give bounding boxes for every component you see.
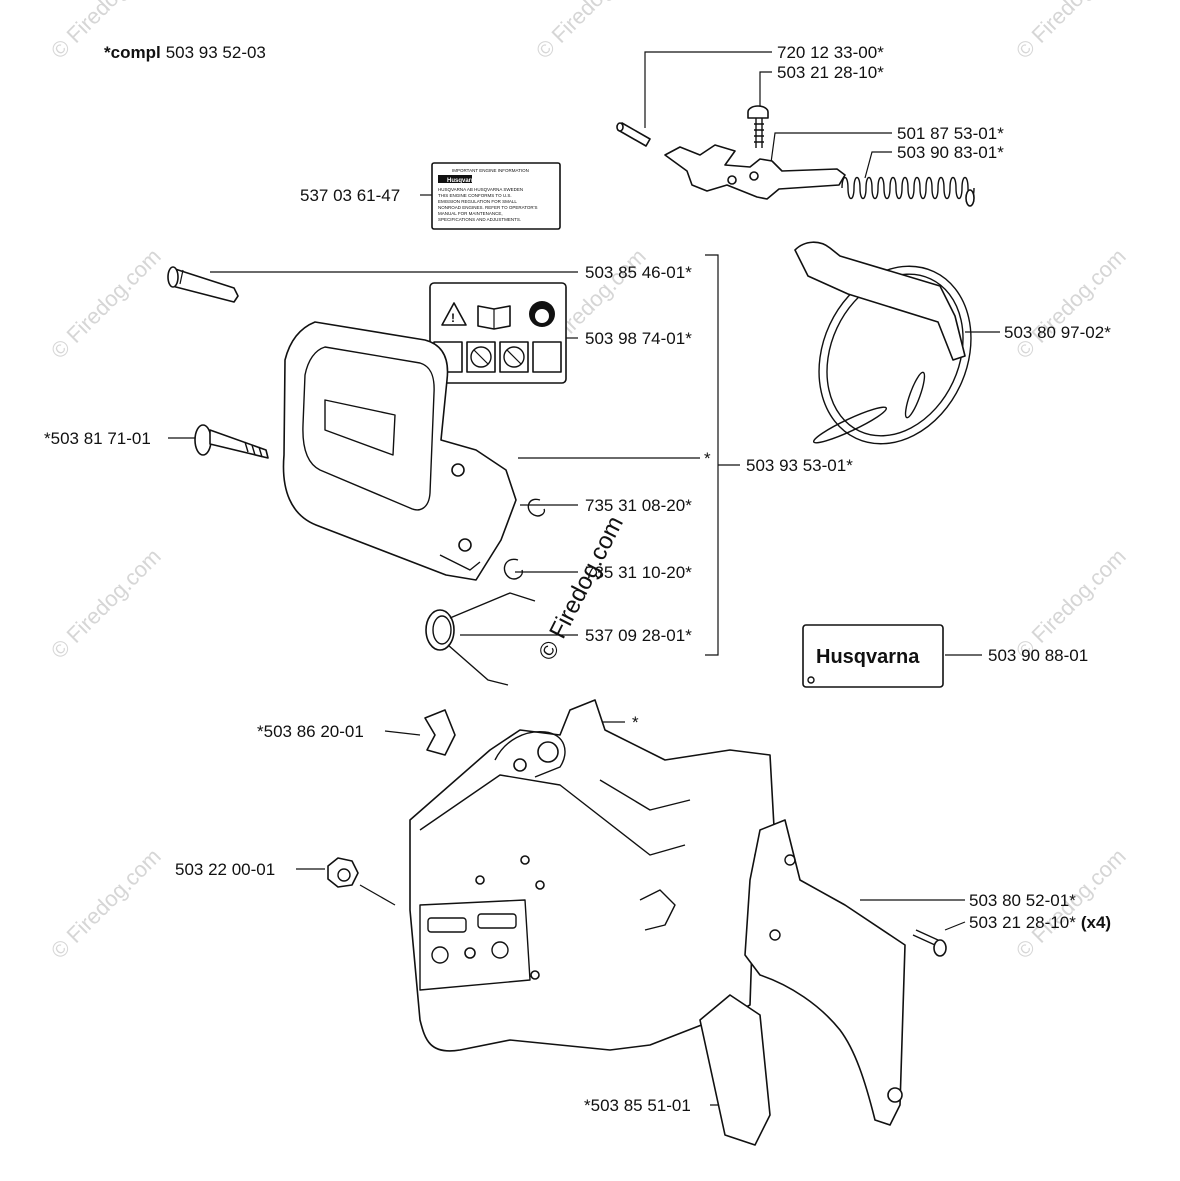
part-label: 503 93 53-01* bbox=[746, 456, 853, 475]
part-label: *503 86 20-01 bbox=[257, 722, 364, 741]
decal-line: EMISSION REGULATION FOR SMALL bbox=[438, 199, 517, 204]
part-label: 503 90 88-01 bbox=[988, 646, 1088, 665]
part-label: 720 12 33-00* bbox=[777, 43, 884, 62]
part-label: 503 98 74-01* bbox=[585, 329, 692, 348]
part-label: 735 31 08-20* bbox=[585, 496, 692, 515]
watermark: © Firedog.com bbox=[46, 544, 166, 664]
compl-prefix: *compl bbox=[104, 43, 161, 62]
part-label: 537 09 28-01* bbox=[585, 626, 692, 645]
decal-brand: Husqvarna bbox=[447, 178, 479, 184]
warning-icon: ! bbox=[451, 311, 455, 325]
part-label: 503 80 52-01* bbox=[969, 891, 1076, 910]
safety-decal: ! bbox=[429, 282, 567, 384]
decal-line: NONROAD ENGINES. REFER TO OPERATOR'S bbox=[438, 205, 538, 210]
watermark: © Firedog.com bbox=[46, 244, 166, 364]
clip-part bbox=[424, 709, 456, 756]
pin-part bbox=[616, 122, 651, 147]
part-label: 503 22 00-01 bbox=[175, 860, 275, 879]
part-label: 501 87 53-01* bbox=[897, 124, 1004, 143]
brake-handle-part bbox=[282, 321, 517, 581]
guide-pin-part bbox=[167, 266, 239, 303]
shoulder-bolt-part bbox=[194, 424, 269, 459]
pictogram-icon bbox=[532, 341, 562, 373]
part-label: * bbox=[704, 449, 711, 468]
brand-logo: Husqvarna bbox=[816, 646, 920, 668]
screw-part bbox=[912, 929, 947, 957]
part-label-number: 503 21 28-10* bbox=[969, 913, 1076, 932]
brake-link-part bbox=[664, 105, 846, 200]
qty-note: (x4) bbox=[1081, 913, 1111, 932]
spring-part bbox=[841, 176, 975, 207]
part-labels: 720 12 33-00* 503 21 28-10* 501 87 53-01… bbox=[44, 43, 1111, 1115]
torsion-spring-part bbox=[425, 592, 536, 686]
decal-line: THIS ENGINE CONFORMS TO U.S. bbox=[438, 193, 512, 198]
chain-guard-part bbox=[744, 819, 906, 1126]
decal-line: MANUAL FOR MAINTENANCE, bbox=[438, 211, 503, 216]
husqvarna-decal: Husqvarna bbox=[802, 624, 944, 688]
plate-part bbox=[699, 994, 771, 1146]
decal-title: IMPORTANT ENGINE INFORMATION bbox=[452, 168, 529, 173]
part-label: *503 85 51-01 bbox=[584, 1096, 691, 1115]
watermark: © Firedog.com bbox=[1011, 0, 1131, 64]
engine-info-decal: IMPORTANT ENGINE INFORMATION Husqvarna H… bbox=[431, 162, 561, 230]
part-label: 503 21 28-10* (x4) bbox=[969, 913, 1111, 932]
leader-lines bbox=[168, 51, 1000, 1106]
brake-band-part bbox=[794, 241, 972, 445]
circlip-part bbox=[503, 498, 546, 580]
part-label: 503 21 28-10* bbox=[777, 63, 884, 82]
part-label: 503 80 97-02* bbox=[1004, 323, 1111, 342]
decal-line: HUSQVARNA AB HUSQVARNA SWEDEN bbox=[438, 187, 523, 192]
decal-line: SPECIFICATIONS AND ADJUSTMENTS. bbox=[438, 217, 521, 222]
compl-header: *compl 503 93 52-03 bbox=[104, 43, 266, 62]
part-label: 503 85 46-01* bbox=[585, 263, 692, 282]
part-label: 735 31 10-20* bbox=[585, 563, 692, 582]
part-label: 537 03 61-47 bbox=[300, 186, 400, 205]
clutch-cover-part bbox=[409, 699, 776, 1052]
watermark: © Firedog.com bbox=[1011, 244, 1131, 364]
part-label: * bbox=[632, 713, 639, 732]
watermark: © Firedog.com bbox=[46, 844, 166, 964]
part-label: 503 90 83-01* bbox=[897, 143, 1004, 162]
compl-number: 503 93 52-03 bbox=[166, 43, 266, 62]
watermark: © Firedog.com bbox=[531, 0, 651, 64]
part-label: *503 81 71-01 bbox=[44, 429, 151, 448]
nut-part bbox=[327, 857, 359, 888]
